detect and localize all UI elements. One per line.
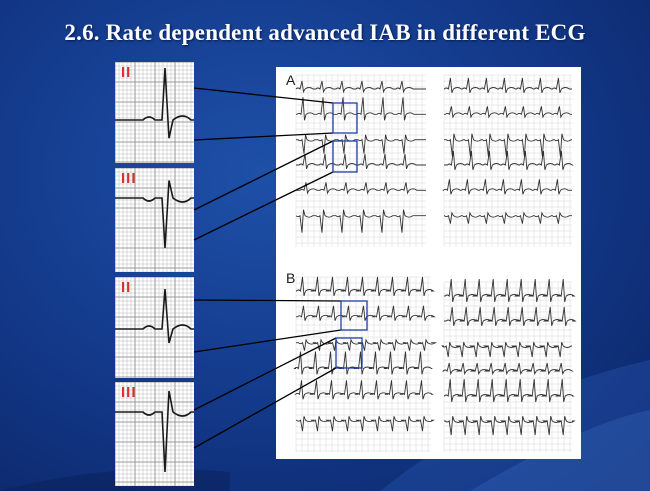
ecg-figure: A B — [276, 67, 581, 459]
zoomed-ecg-trace — [115, 288, 194, 344]
panel-label-a: A — [286, 72, 296, 88]
ecg-traces — [293, 74, 577, 452]
ecg-trace-group — [442, 77, 574, 224]
ecg-lead-trace — [444, 211, 572, 224]
ecg-lead-trace — [442, 179, 572, 195]
ecg-lead-trace — [296, 134, 426, 154]
panel-label-b: B — [286, 270, 296, 286]
zoom-strip-1-trace — [115, 62, 194, 163]
ecg-grid — [115, 168, 194, 272]
ecg-lead-trace — [443, 378, 575, 403]
ecg-lead-trace — [296, 416, 435, 432]
slide-title: 2.6. Rate dependent advanced IAB in diff… — [64, 20, 586, 45]
zoom-strip-4: III — [115, 382, 194, 486]
ecg-lead-trace — [294, 380, 434, 400]
zoom-strip-4-trace — [115, 382, 194, 486]
ecg-lead-trace — [444, 278, 576, 303]
ecg-grid-major — [115, 62, 194, 163]
ecg-lead-trace — [441, 341, 572, 358]
ecg-trace-group — [441, 278, 577, 436]
ecg-lead-trace — [444, 106, 572, 119]
ecg-lead-trace — [442, 362, 574, 376]
ecg-lead-trace — [296, 276, 435, 297]
zoom-strip-3: II — [115, 277, 194, 378]
ecg-lead-trace — [296, 305, 436, 321]
ecg-lead-trace — [444, 306, 577, 327]
zoom-strip-2: III — [115, 168, 194, 272]
zoom-strip-1: II — [115, 62, 194, 163]
lead-label: III — [121, 170, 137, 187]
lead-label: II — [121, 279, 132, 296]
ecg-lead-trace — [444, 133, 572, 157]
zoom-strip-2-trace — [115, 168, 194, 272]
lead-label: II — [121, 64, 132, 81]
ecg-lead-trace — [444, 415, 576, 436]
ecg-lead-trace — [444, 77, 572, 94]
zoomed-ecg-trace — [115, 390, 194, 473]
zoomed-ecg-trace — [115, 180, 194, 249]
zoomed-ecg-trace — [115, 67, 194, 139]
ecg-grid-major — [115, 382, 194, 486]
ecg-lead-trace — [296, 153, 426, 170]
ecg-trace-group — [295, 80, 426, 233]
ecg-lead-trace — [295, 80, 426, 94]
ecg-grid-major — [115, 168, 194, 272]
ecg-lead-trace — [444, 150, 574, 171]
lead-label: III — [121, 384, 137, 401]
ecg-lead-trace — [296, 182, 426, 195]
zoom-strip-3-trace — [115, 277, 194, 378]
ecg-trace-group — [293, 276, 437, 432]
